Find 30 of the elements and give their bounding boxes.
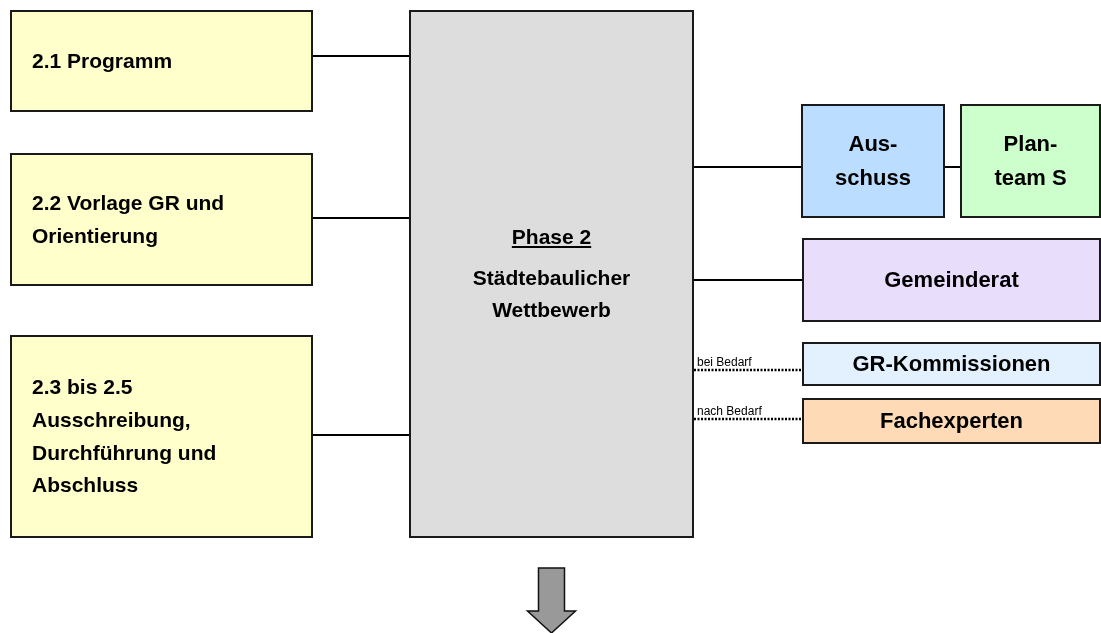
box-label: Fachexperten [879, 406, 1024, 435]
commission-box [802, 342, 1101, 386]
connector-line [944, 166, 961, 168]
phase-heading: Phase 2 [511, 224, 592, 251]
council-box [802, 238, 1101, 322]
box-label: Städtebaulicher Wettbewerb [471, 264, 632, 324]
committee-box [801, 104, 945, 218]
step-box [10, 10, 313, 112]
team-box [960, 104, 1101, 218]
connector-line [693, 166, 802, 168]
experts-box [802, 398, 1101, 444]
dotted-connector [694, 368, 802, 372]
box-label: Plan- team S [993, 129, 1068, 192]
step-box [10, 153, 313, 286]
edge-label: bei Bedarf [697, 356, 752, 368]
box-label: Gemeinderat [884, 265, 1019, 294]
connector-line [312, 434, 410, 436]
connector-line [312, 217, 410, 219]
box-label: 2.2 Vorlage GR und Orientierung [32, 189, 226, 249]
box-label: 2.3 bis 2.5 Ausschreibung, Durchführung und Abschluss [32, 374, 218, 499]
box-label: 2.1 Programm [32, 47, 173, 74]
edge-label: nach Bedarf [697, 405, 762, 417]
box-label: Aus- schuss [834, 129, 912, 192]
phase-box [409, 10, 694, 538]
box-label: GR-Kommissionen [852, 349, 1051, 378]
connector-line [312, 55, 410, 57]
connector-line [693, 279, 803, 281]
dotted-connector [694, 417, 802, 421]
step-box [10, 335, 313, 538]
block-arrow [525, 567, 578, 633]
